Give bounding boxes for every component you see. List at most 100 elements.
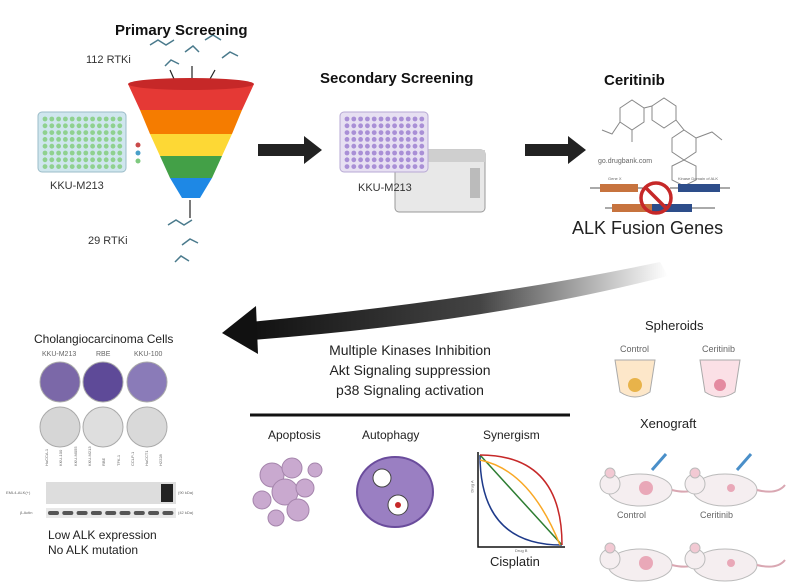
ceritinib-title: Ceritinib [604,72,665,89]
source-label: go.drugbank.com [598,158,653,165]
blot-lane-label: KKU-100 [58,449,64,466]
well [69,150,75,156]
curved-arrow-to-results [222,262,668,354]
well [358,150,363,156]
well [399,164,404,170]
prohibited-icon [639,181,673,215]
well [90,130,95,136]
well [63,116,68,122]
molecule-icons [149,34,239,263]
well [103,137,109,142]
well [399,130,404,136]
mouse-icon [684,453,786,507]
axis-x-label: Drug B [515,548,528,553]
mechanism-line-1: Multiple Kinases Inhibition [329,342,491,358]
well [344,116,350,122]
well [103,157,109,163]
well [49,130,55,136]
well [392,116,397,122]
well [351,130,357,136]
well [83,143,89,149]
xenograft-title: Xenograft [640,416,697,431]
well [378,130,384,136]
well [412,164,418,170]
autophagy-label: Autophagy [362,428,420,442]
actin-band [90,511,102,515]
well [110,157,116,163]
well [365,150,370,156]
well [110,150,116,156]
well [49,116,55,122]
well [83,164,89,170]
well [405,116,411,122]
actin-band [119,511,131,515]
well [412,116,418,122]
apoptosis-label: Apoptosis [268,428,321,442]
blot-lane-label: TFK-1 [115,454,121,466]
well [371,150,377,156]
well [378,157,384,163]
well [56,143,61,149]
well [42,137,48,142]
well [97,150,102,156]
actin-band [105,511,117,515]
well [371,157,377,163]
arrow-to-secondary [258,136,322,164]
isobologram [477,452,565,548]
well [405,130,411,136]
well [97,143,102,149]
well [399,116,404,122]
well [110,164,116,170]
well [90,137,95,142]
blot-lane-label: CCLP-1 [129,451,135,466]
well [344,123,350,129]
blot-row-label: EML4-ALK(+) [6,490,31,495]
well [344,137,350,142]
well [97,116,102,122]
synergism-label: Synergism [483,428,540,442]
well [83,157,89,163]
well [405,150,411,156]
well [103,130,109,136]
well [83,116,89,122]
well [392,123,397,129]
well [69,130,75,136]
well [344,150,350,156]
well [399,150,404,156]
well [63,123,68,129]
well [378,116,384,122]
well [69,143,75,149]
actin-band [162,511,174,515]
well [56,150,61,156]
colony-plates [39,361,168,448]
well [344,164,350,170]
input-count-label: 112 RTKi [86,54,131,66]
well [371,143,377,149]
well [378,143,384,149]
well [42,150,48,156]
well [76,137,82,142]
well [419,157,425,163]
well [344,157,350,163]
well [117,137,123,142]
autophagy-cell [356,456,434,528]
blot-lane-label: HuCCT1 [144,450,150,466]
well [83,150,89,156]
well-plate-primary [37,111,127,173]
blot-lane-label: RBE [101,457,107,466]
well [371,130,377,136]
well [76,123,82,129]
well [392,150,397,156]
well [399,157,404,163]
well [351,116,357,122]
well [69,164,75,170]
well [358,143,363,149]
well [365,123,370,129]
well [63,150,68,156]
primary-cell-line-label: KKU-M213 [50,180,104,192]
well [419,130,425,136]
well [56,130,61,136]
well [419,164,425,170]
well [385,143,391,149]
well [378,137,384,142]
